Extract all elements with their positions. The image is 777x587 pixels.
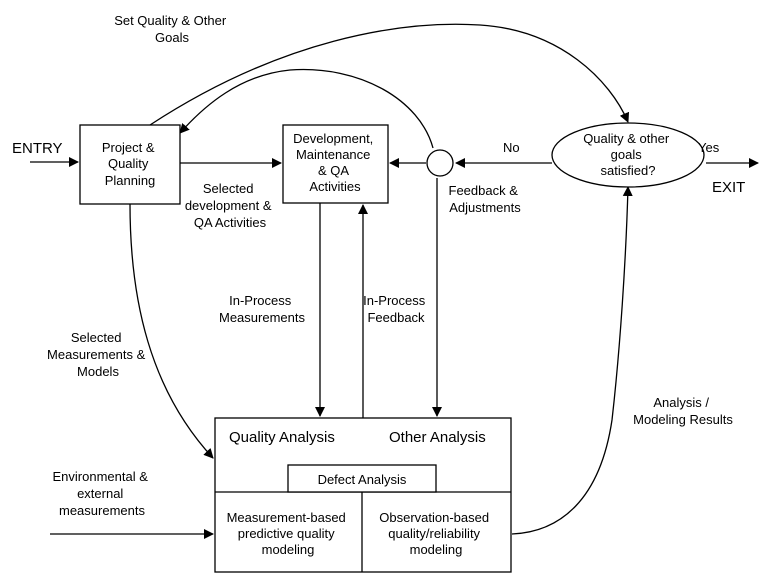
- environmental-label: Environmental & external measurements: [52, 469, 151, 518]
- dev-line-1: Development,: [293, 131, 373, 146]
- planning-line-3: Planning: [105, 173, 156, 188]
- other-analysis-label: Other Analysis: [389, 429, 486, 446]
- defect-analysis-label: Defect Analysis: [318, 472, 407, 487]
- feedback-loop-curve: [179, 68, 434, 149]
- measurement-line-2: predictive quality: [238, 526, 335, 541]
- goal-check-ellipse: Quality & other goals satisfied?: [551, 122, 705, 188]
- svg-text:Development, Maintenance: Development, Maintenance & QA Activities: [293, 131, 377, 194]
- in-process-measurements-label: In-Process Measurements: [219, 293, 305, 325]
- planning-line-1: Project &: [102, 140, 155, 155]
- planning-line-2: Quality: [108, 156, 149, 171]
- analysis-results-curve: [511, 186, 633, 535]
- svg-text:Quality & other goals: Quality & other goals satisfied?: [583, 131, 673, 178]
- selected-dev-label: Selected development & QA Activities: [185, 181, 275, 230]
- svg-text:Measurement-based predic: Measurement-based predictive quality mod…: [227, 510, 350, 557]
- dev-line-2: Maintenance: [296, 147, 370, 162]
- goal-line-2: goals: [611, 147, 643, 162]
- yes-label: Yes: [698, 140, 720, 155]
- analysis-results-label: Analysis / Modeling Results: [633, 395, 733, 427]
- observation-line-1: Observation-based: [379, 510, 489, 525]
- observation-line-3: modeling: [410, 542, 463, 557]
- selected-measurements-curve: [129, 203, 214, 459]
- set-goals-curve: [149, 23, 630, 126]
- goal-line-3: satisfied?: [601, 163, 656, 178]
- exit-label: EXIT: [712, 179, 745, 196]
- measurement-line-1: Measurement-based: [227, 510, 346, 525]
- selected-measurements-label: Selected Measurements & Models: [47, 330, 149, 379]
- set-goals-label: Set Quality & Other Goals: [114, 13, 230, 45]
- observation-line-2: quality/reliability: [388, 526, 480, 541]
- analysis-modeling-box: Quality Analysis Other Analysis Defect A…: [214, 417, 512, 573]
- dev-line-4: Activities: [309, 179, 361, 194]
- connectors: [30, 23, 759, 539]
- svg-text:Observation-based qualit: Observation-based quality/reliability mo…: [379, 510, 492, 557]
- quality-analysis-label: Quality Analysis: [229, 429, 335, 446]
- dev-activities-box: Development, Maintenance & QA Activities: [282, 124, 389, 204]
- in-process-feedback-label: In-Process Feedback: [363, 293, 429, 325]
- goal-line-1: Quality & other: [583, 131, 670, 146]
- feedback-adjustments-label: Feedback & Adjustments: [449, 183, 522, 215]
- svg-text:Project & Quality: Project & Quality Planning: [102, 140, 158, 188]
- entry-label: ENTRY: [12, 140, 63, 157]
- feedback-junction: [426, 149, 454, 177]
- planning-box: Project & Quality Planning: [79, 124, 181, 205]
- dev-line-3: & QA: [318, 163, 349, 178]
- no-label: No: [503, 140, 520, 155]
- measurement-line-3: modeling: [262, 542, 315, 557]
